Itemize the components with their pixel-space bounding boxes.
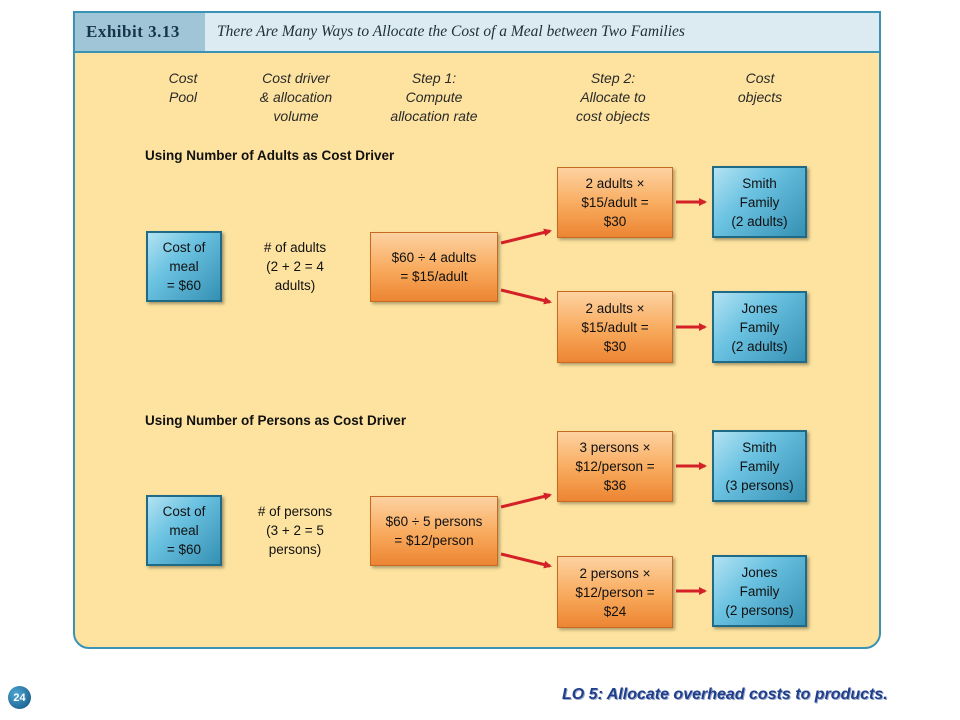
learning-objective: LO 5: Allocate overhead costs to product…: [562, 686, 888, 703]
cost-driver-text-adults: # of adults (2 + 2 = 4 adults): [263, 240, 327, 293]
cost-object-box-persons-smith: Smith Family (3 persons): [712, 430, 807, 502]
exhibit-title-bar: [75, 13, 879, 51]
exhibit-title: There Are Many Ways to Allocate the Cost…: [217, 23, 685, 40]
arrow-rate-to-jones-adults: [500, 288, 552, 305]
section-heading-adults: Using Number of Adults as Cost Driver: [145, 148, 395, 163]
allocation-box-persons-jones: 2 persons × $12/person = $24: [557, 556, 673, 628]
column-header-step1: Step 1: Compute allocation rate: [390, 70, 478, 124]
column-header-cost-pool: Cost Pool: [168, 70, 198, 105]
page-number-badge: 24: [8, 686, 31, 709]
allocation-box-adults-jones: 2 adults × $15/adult = $30: [557, 291, 673, 363]
allocation-box-persons-smith: 3 persons × $12/person = $36: [557, 431, 673, 502]
exhibit-number: Exhibit 3.13: [86, 22, 180, 41]
column-header-cost-driver: Cost driver & allocation volume: [259, 70, 333, 124]
title-divider: [75, 51, 879, 53]
cost-driver-text-persons: # of persons (3 + 2 = 5 persons): [257, 504, 333, 557]
cost-object-box-adults-smith: Smith Family (2 adults): [712, 166, 807, 238]
arrow-rate-to-jones-persons: [500, 552, 552, 569]
cost-pool-box-persons: Cost of meal = $60: [146, 495, 222, 566]
allocation-rate-box-adults: $60 ÷ 4 adults = $15/adult: [370, 232, 498, 302]
cost-object-box-persons-jones: Jones Family (2 persons): [712, 555, 807, 627]
column-header-step2: Step 2: Allocate to cost objects: [576, 70, 650, 124]
section-heading-persons: Using Number of Persons as Cost Driver: [145, 413, 407, 428]
arrow-rate-to-smith-adults: [500, 228, 552, 245]
exhibit-label-tab: [75, 13, 205, 51]
arrow-rate-to-smith-persons: [500, 492, 552, 509]
allocation-rate-box-persons: $60 ÷ 5 persons = $12/person: [370, 496, 498, 566]
column-header-cost-objects: Cost objects: [737, 70, 783, 105]
cost-pool-box-adults: Cost of meal = $60: [146, 231, 222, 302]
allocation-box-adults-smith: 2 adults × $15/adult = $30: [557, 167, 673, 238]
cost-object-box-adults-jones: Jones Family (2 adults): [712, 291, 807, 363]
